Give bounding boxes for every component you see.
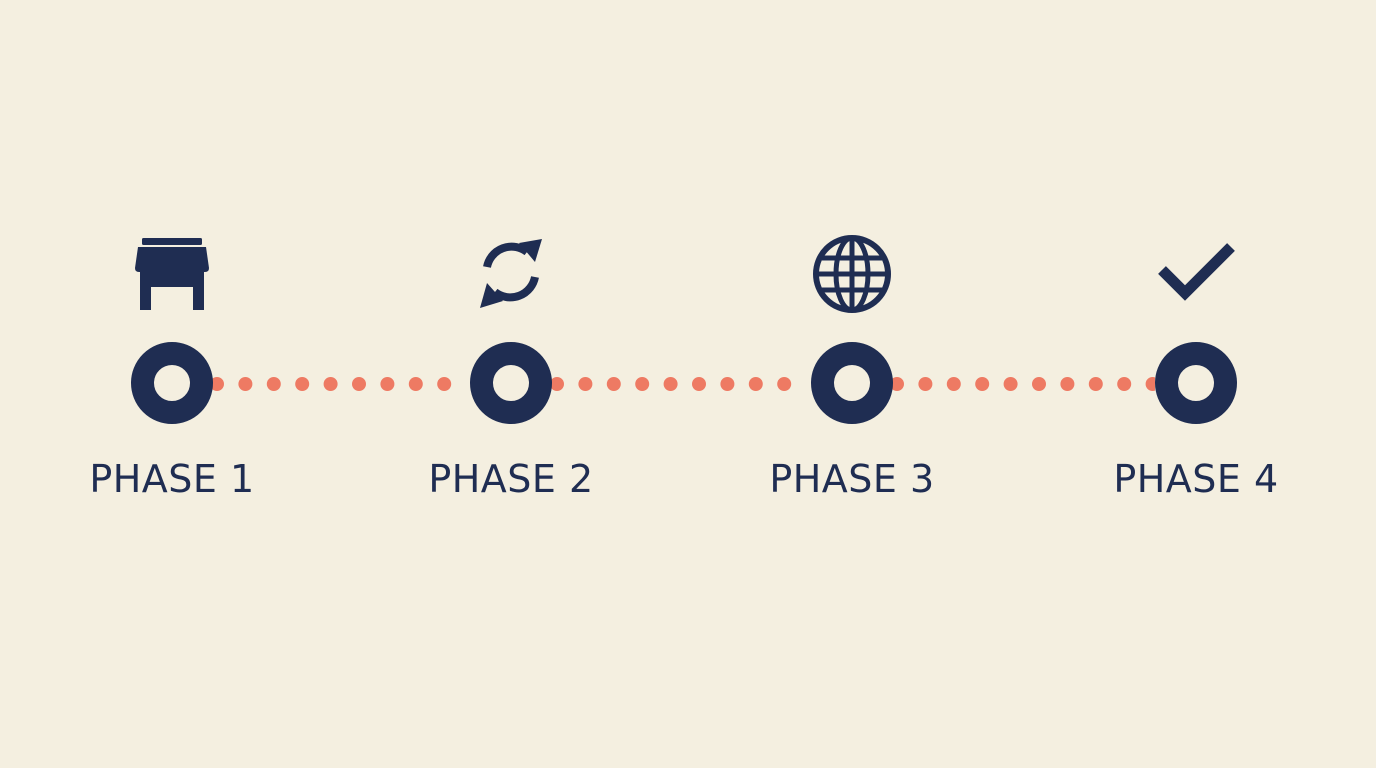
phase-1: PHASE 1	[72, 230, 272, 510]
checkmark-icon	[1156, 230, 1236, 314]
phase-3: PHASE 3	[752, 230, 952, 510]
phase-node	[811, 342, 893, 424]
phase-node	[1155, 342, 1237, 424]
phase-label: PHASE 3	[769, 457, 935, 501]
phase-label: PHASE 1	[89, 457, 255, 501]
phase-node	[470, 342, 552, 424]
storefront-icon	[132, 230, 212, 314]
globe-icon	[812, 230, 892, 314]
phase-label: PHASE 2	[428, 457, 594, 501]
refresh-icon	[471, 230, 551, 314]
phase-label: PHASE 4	[1113, 457, 1279, 501]
phase-node	[131, 342, 213, 424]
phase-2: PHASE 2	[411, 230, 611, 510]
phase-4: PHASE 4	[1096, 230, 1296, 510]
